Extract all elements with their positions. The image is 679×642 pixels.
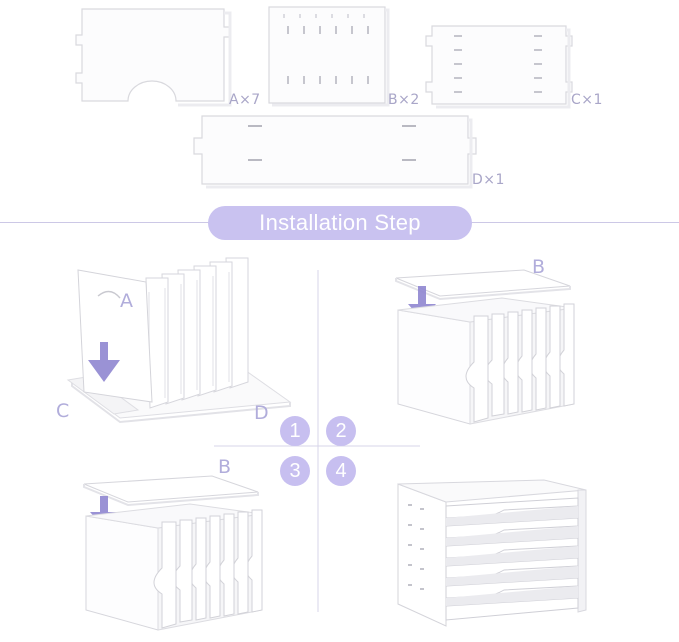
part-c-panel bbox=[425, 25, 573, 109]
step-number-2: 2 bbox=[326, 416, 356, 446]
installation-step-banner: Installation Step bbox=[208, 206, 472, 240]
part-d-panel bbox=[193, 115, 477, 189]
part-a-label: A×7 bbox=[229, 92, 261, 108]
step-number-4: 4 bbox=[326, 456, 356, 486]
step3-label-b: B bbox=[218, 456, 232, 478]
step4-illustration bbox=[397, 479, 587, 627]
step-number-3: 3 bbox=[280, 456, 310, 486]
step1-label-c: C bbox=[56, 400, 70, 422]
step1-label-a: A bbox=[120, 290, 134, 312]
step2-label-b: B bbox=[532, 256, 546, 278]
step1-label-d: D bbox=[254, 402, 270, 424]
step-number-1: 1 bbox=[280, 416, 310, 446]
part-b-panel bbox=[268, 6, 390, 107]
part-a-panel bbox=[75, 8, 232, 107]
part-b-label: B×2 bbox=[388, 92, 420, 108]
step1-illustration bbox=[66, 257, 292, 424]
part-c-label: C×1 bbox=[571, 92, 603, 108]
step2-illustration bbox=[395, 269, 575, 425]
part-d-label: D×1 bbox=[472, 172, 505, 188]
step3-illustration bbox=[83, 475, 263, 631]
